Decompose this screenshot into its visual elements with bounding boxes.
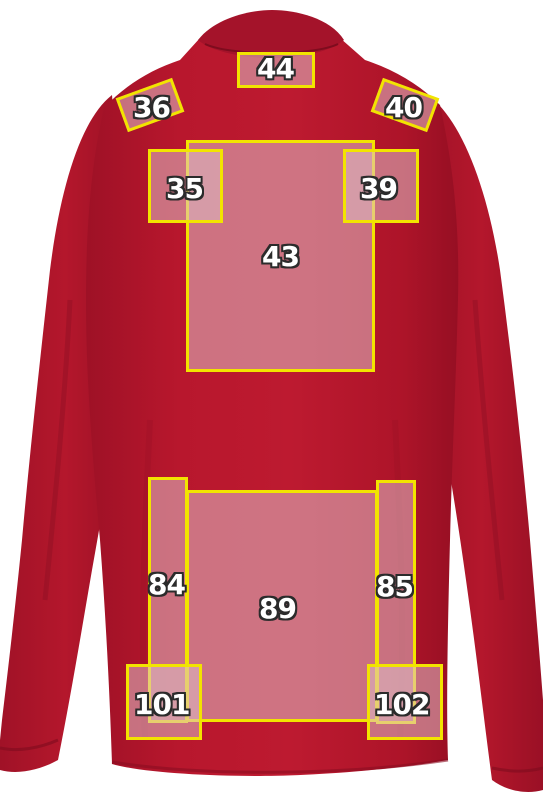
zone-102[interactable] <box>367 664 443 740</box>
zone-89[interactable] <box>186 490 378 722</box>
zone-35[interactable] <box>148 149 223 223</box>
collar <box>198 10 344 58</box>
zone-44[interactable] <box>237 52 315 88</box>
zone-39[interactable] <box>343 149 419 223</box>
zone-101[interactable] <box>126 664 202 740</box>
